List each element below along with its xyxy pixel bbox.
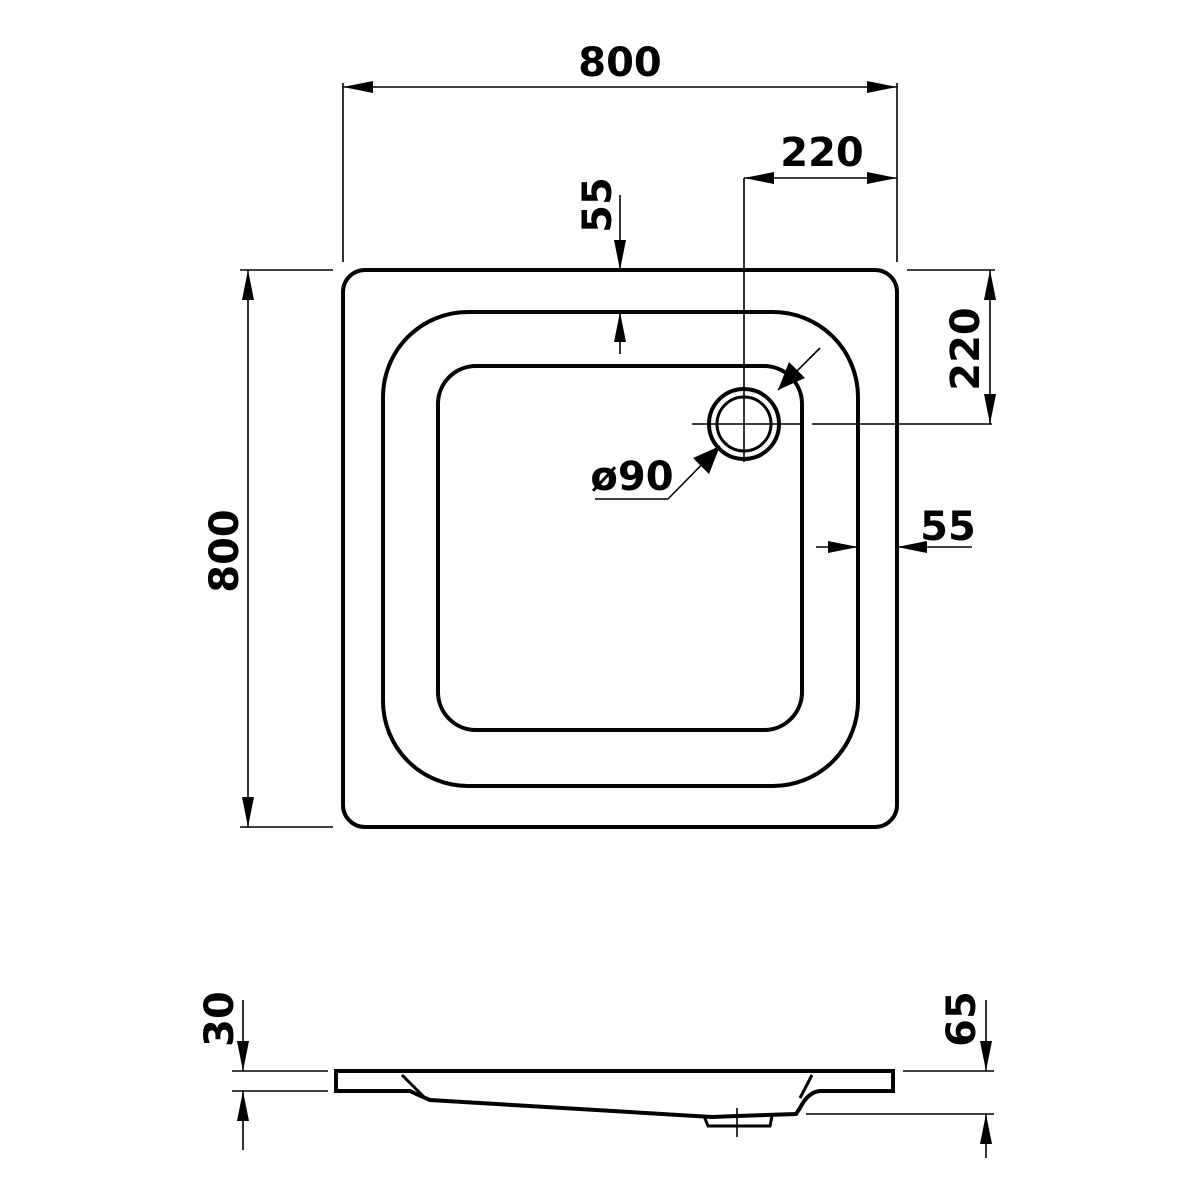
dimension-width-800: 800 xyxy=(342,40,898,262)
dimension-side-rim-55: 55 xyxy=(816,504,976,553)
side-view: 30 65 xyxy=(197,991,994,1158)
dimension-top-rim-55: 55 xyxy=(575,177,626,354)
dimension-drain-x-220: 220 xyxy=(744,130,897,184)
plan-view: 800 220 800 220 xyxy=(202,40,996,829)
left-height-label: 30 xyxy=(197,991,243,1047)
dimension-drain-y-220: 220 xyxy=(907,269,996,424)
right-height-label: 65 xyxy=(939,991,985,1047)
drain-diameter-callout: ø90 xyxy=(590,347,821,500)
tray-basin-floor xyxy=(436,364,804,732)
side-rim-dimension-label: 55 xyxy=(920,504,976,550)
height-dimension-label: 800 xyxy=(202,509,248,593)
top-rim-dimension-label: 55 xyxy=(575,177,621,233)
tray-side-profile xyxy=(334,1069,895,1120)
drain-diameter-label: ø90 xyxy=(590,454,673,500)
dimension-left-height-30: 30 xyxy=(197,991,328,1150)
dimension-height-800: 800 xyxy=(202,269,333,828)
drain-x-dimension-label: 220 xyxy=(780,130,864,176)
width-dimension-label: 800 xyxy=(578,40,662,86)
dimension-right-height-65: 65 xyxy=(806,991,994,1158)
drain-y-dimension-label: 220 xyxy=(943,307,989,391)
